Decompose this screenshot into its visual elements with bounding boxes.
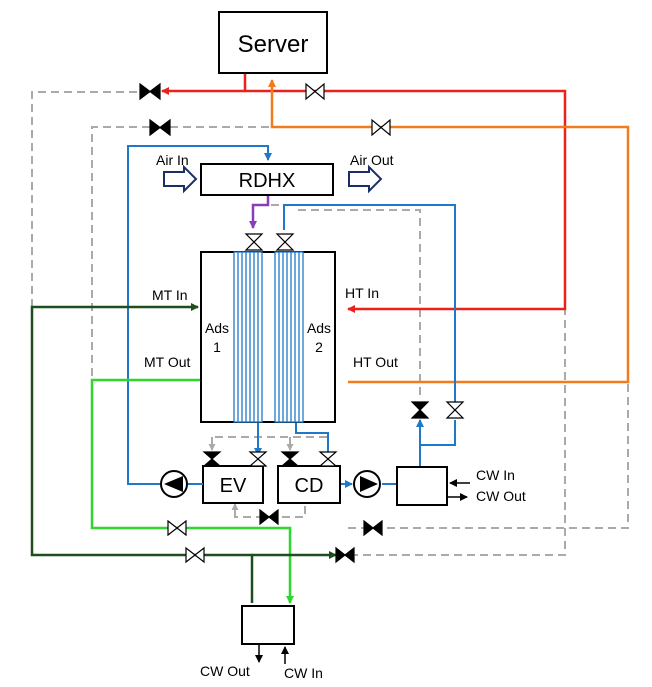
ads-dashed-bottom <box>211 436 330 447</box>
ads1-tube-bundle <box>233 251 263 423</box>
valve-icon <box>185 546 205 564</box>
cw-in-bottom-label: CW In <box>284 665 323 681</box>
air-out-arrow-icon <box>348 164 383 194</box>
air-in-label: Air In <box>156 152 189 168</box>
adsorber-block <box>200 251 336 423</box>
valve-icon <box>139 82 161 101</box>
cd-box <box>277 465 341 504</box>
blue-tubes-to-cd <box>295 422 329 455</box>
cw-out-bottom-label: CW Out <box>200 663 250 679</box>
cw-out-right-label: CW Out <box>476 488 526 504</box>
orange-return-line <box>268 79 630 384</box>
valve-icon <box>335 546 355 564</box>
pump-icon <box>353 470 381 498</box>
server-label: Server <box>238 31 309 58</box>
valve-icon <box>149 118 171 137</box>
ht-out-label: HT Out <box>353 354 398 370</box>
ads2-label-line1: Ads <box>307 320 331 336</box>
valve-icon <box>259 508 279 526</box>
rdhx-dashed-return <box>267 195 290 206</box>
valve-icon <box>167 519 187 537</box>
cd-label: CD <box>295 475 324 497</box>
valve-icon <box>280 451 300 467</box>
right-hx-box <box>396 466 448 506</box>
mt-out-label: MT Out <box>144 354 191 370</box>
ads2-tube-bundle <box>274 251 304 423</box>
air-out-label: Air Out <box>350 152 394 168</box>
ht-in-label: HT In <box>345 285 379 301</box>
purple-line <box>249 195 270 229</box>
ev-cd-dashed <box>234 503 306 518</box>
green-line <box>90 378 294 604</box>
blue-ev-to-rdhx <box>127 145 272 485</box>
rdhx-box <box>200 163 334 196</box>
valve-icon <box>275 233 295 251</box>
ads1-label-line2: 1 <box>213 339 221 355</box>
pump-icon <box>160 470 188 498</box>
right-dashed-down <box>298 209 421 400</box>
blue-ads-top-loop <box>283 204 456 408</box>
dark-green-line <box>30 303 337 603</box>
valve-icon <box>363 519 383 537</box>
server-box <box>218 11 328 74</box>
inner-dashed-loop <box>91 126 150 380</box>
mt-in-label: MT In <box>152 287 188 303</box>
ads2-label-line2: 2 <box>315 339 323 355</box>
bottom-hx-box <box>241 605 295 645</box>
ev-label: EV <box>220 475 247 497</box>
valve-icon <box>244 233 264 251</box>
red-hot-line <box>161 74 567 313</box>
rdhx-label: RDHX <box>239 170 296 192</box>
ev-box <box>202 465 264 504</box>
air-in-arrow-icon <box>163 164 198 194</box>
blue-water-lines <box>127 145 456 488</box>
blue-hx-up <box>419 420 456 467</box>
valve-icon <box>202 451 222 467</box>
inner-dashed-right <box>348 381 629 529</box>
cw-in-right-label: CW In <box>476 467 515 483</box>
valve-icon <box>318 451 338 467</box>
valve-icon <box>371 118 391 137</box>
valve-icon <box>410 401 430 419</box>
valve-icon <box>445 401 465 419</box>
valve-icon <box>248 451 268 467</box>
ads1-label-line1: Ads <box>205 320 229 336</box>
outer-dashed-loop-right <box>350 310 566 556</box>
valve-icon <box>305 82 325 101</box>
